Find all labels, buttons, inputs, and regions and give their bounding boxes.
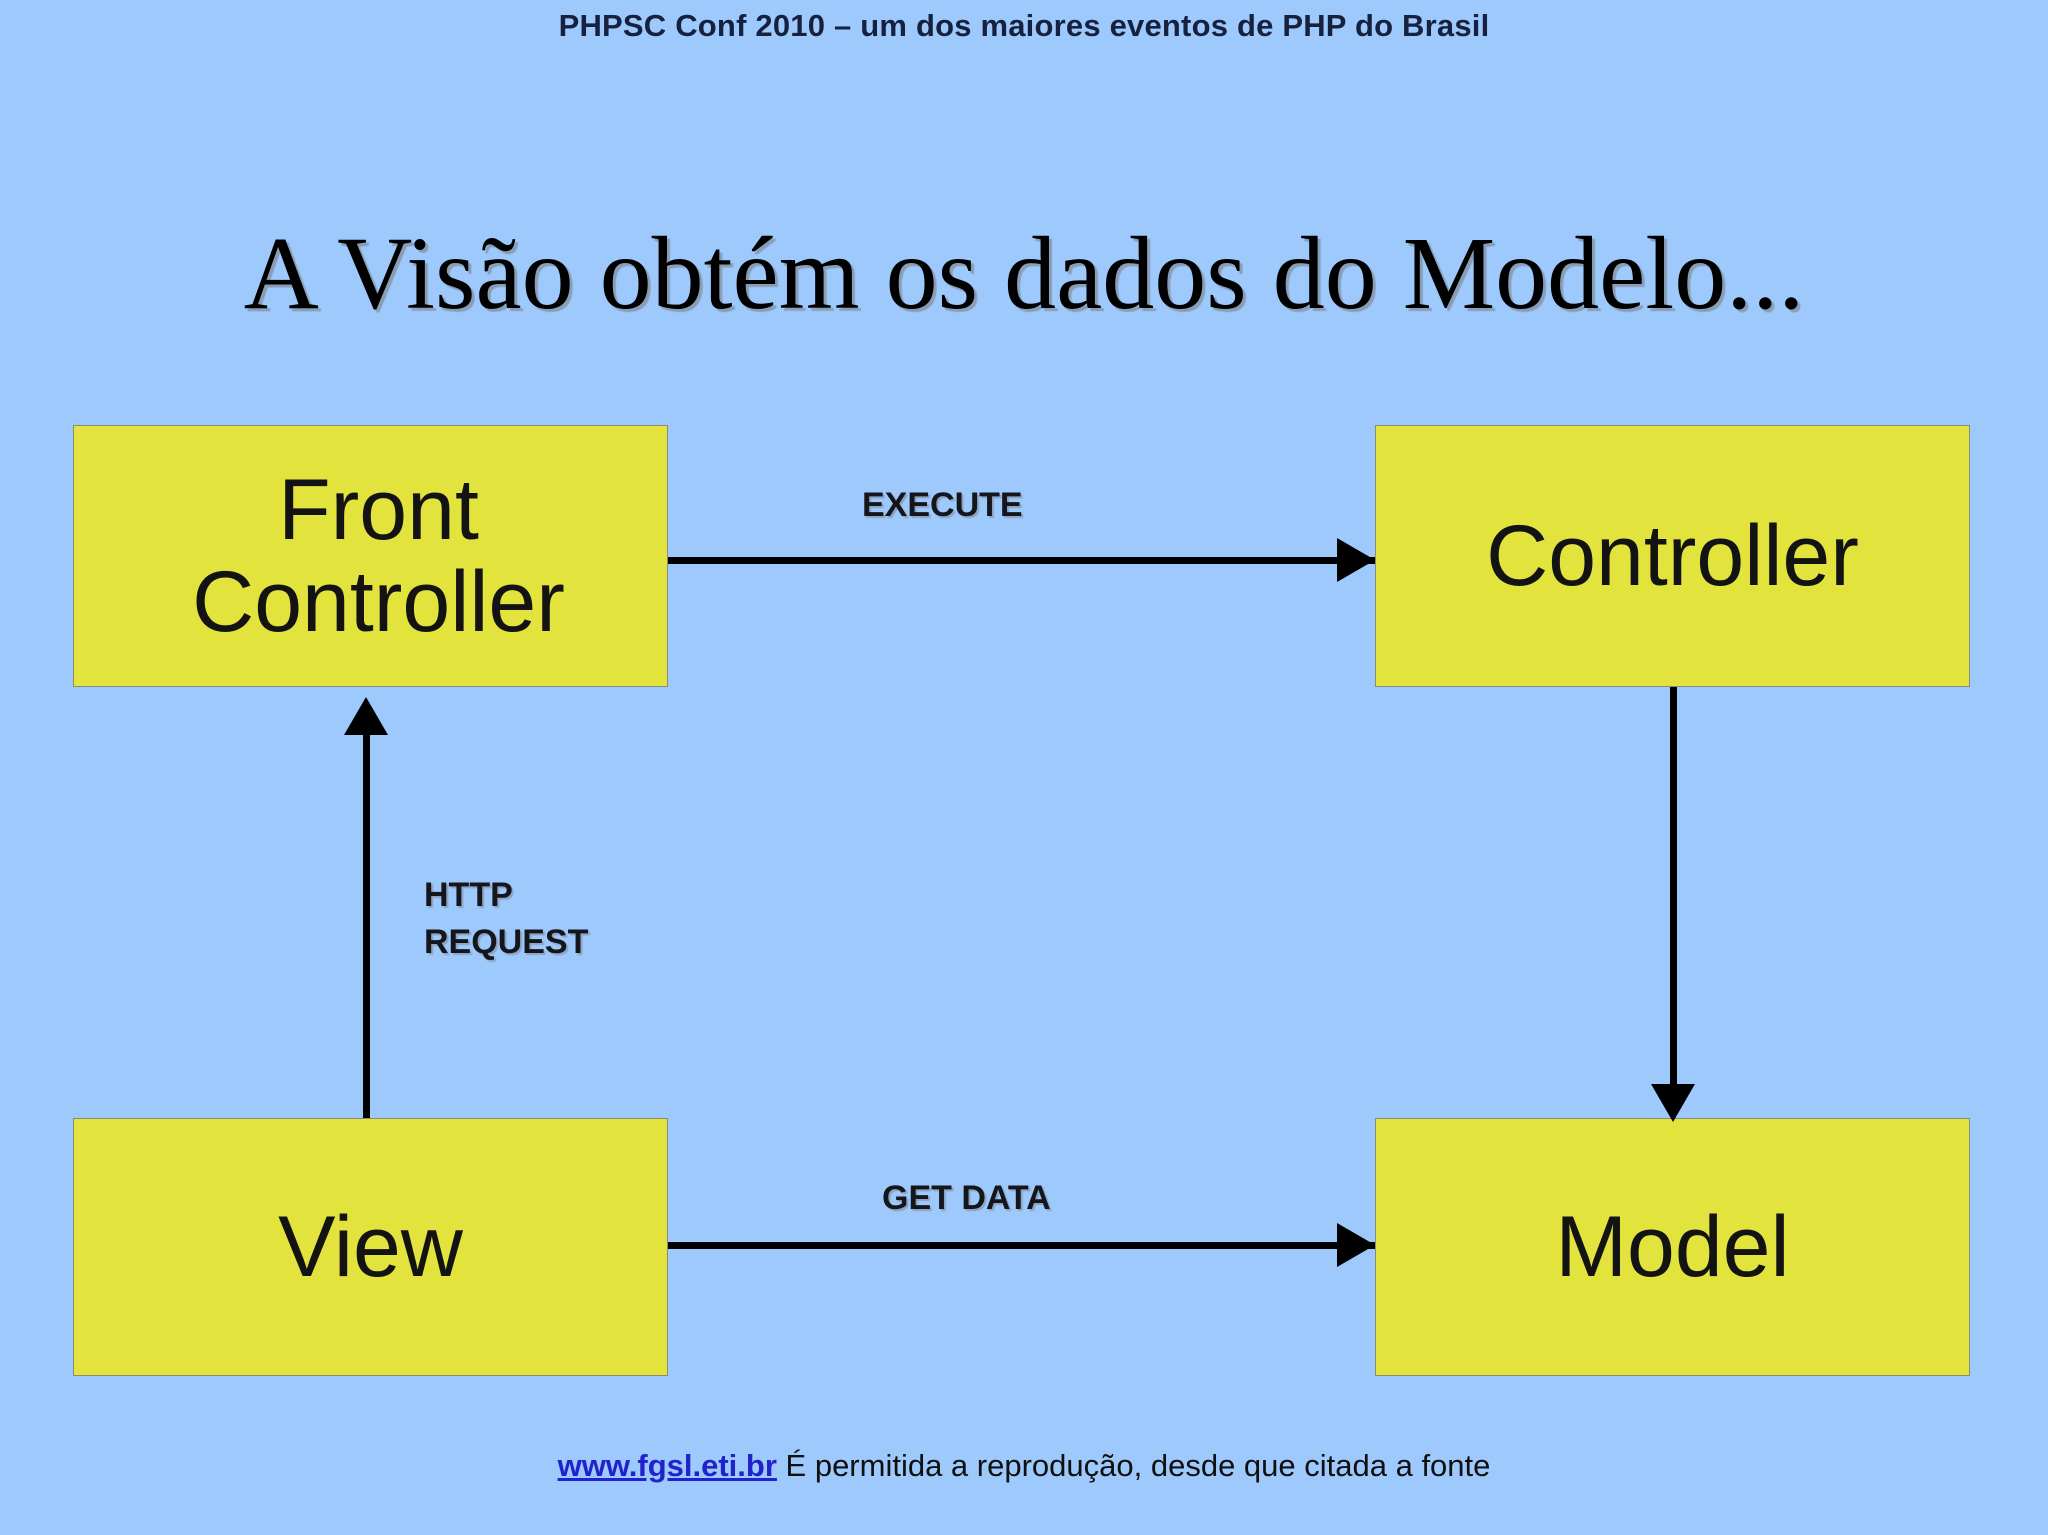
footer-website-link[interactable]: www.fgsl.eti.br (557, 1448, 777, 1483)
diagram-node-model: Model (1375, 1118, 1970, 1376)
arrow-controller-to-model-line (1670, 687, 1677, 1102)
diagram-node-controller: Controller (1375, 425, 1970, 687)
arrow-execute-line (668, 557, 1375, 564)
arrow-execute-head-icon (1337, 538, 1375, 582)
arrow-get-data-head-icon (1337, 1223, 1375, 1267)
arrow-http-request-head-icon (344, 697, 388, 735)
edge-label-execute: EXECUTE (862, 486, 1023, 524)
footer-notice-text: É permitida a reprodução, desde que cita… (776, 1448, 1491, 1483)
slide-footer: www.fgsl.eti.br É permitida a reprodução… (0, 1448, 2048, 1484)
arrow-http-request-line (363, 712, 370, 1118)
edge-label-http-request: HTTP REQUEST (424, 876, 589, 961)
page-title: A Visão obtém os dados do Modelo... (243, 216, 1805, 331)
arrow-controller-to-model-head-icon (1651, 1084, 1695, 1122)
diagram-node-front-controller: Front Controller (73, 425, 668, 687)
arrow-get-data-line (668, 1242, 1375, 1249)
slide-header: PHPSC Conf 2010 – um dos maiores eventos… (558, 8, 1490, 43)
diagram-node-view: View (73, 1118, 668, 1376)
edge-label-get-data: GET DATA (882, 1179, 1051, 1217)
